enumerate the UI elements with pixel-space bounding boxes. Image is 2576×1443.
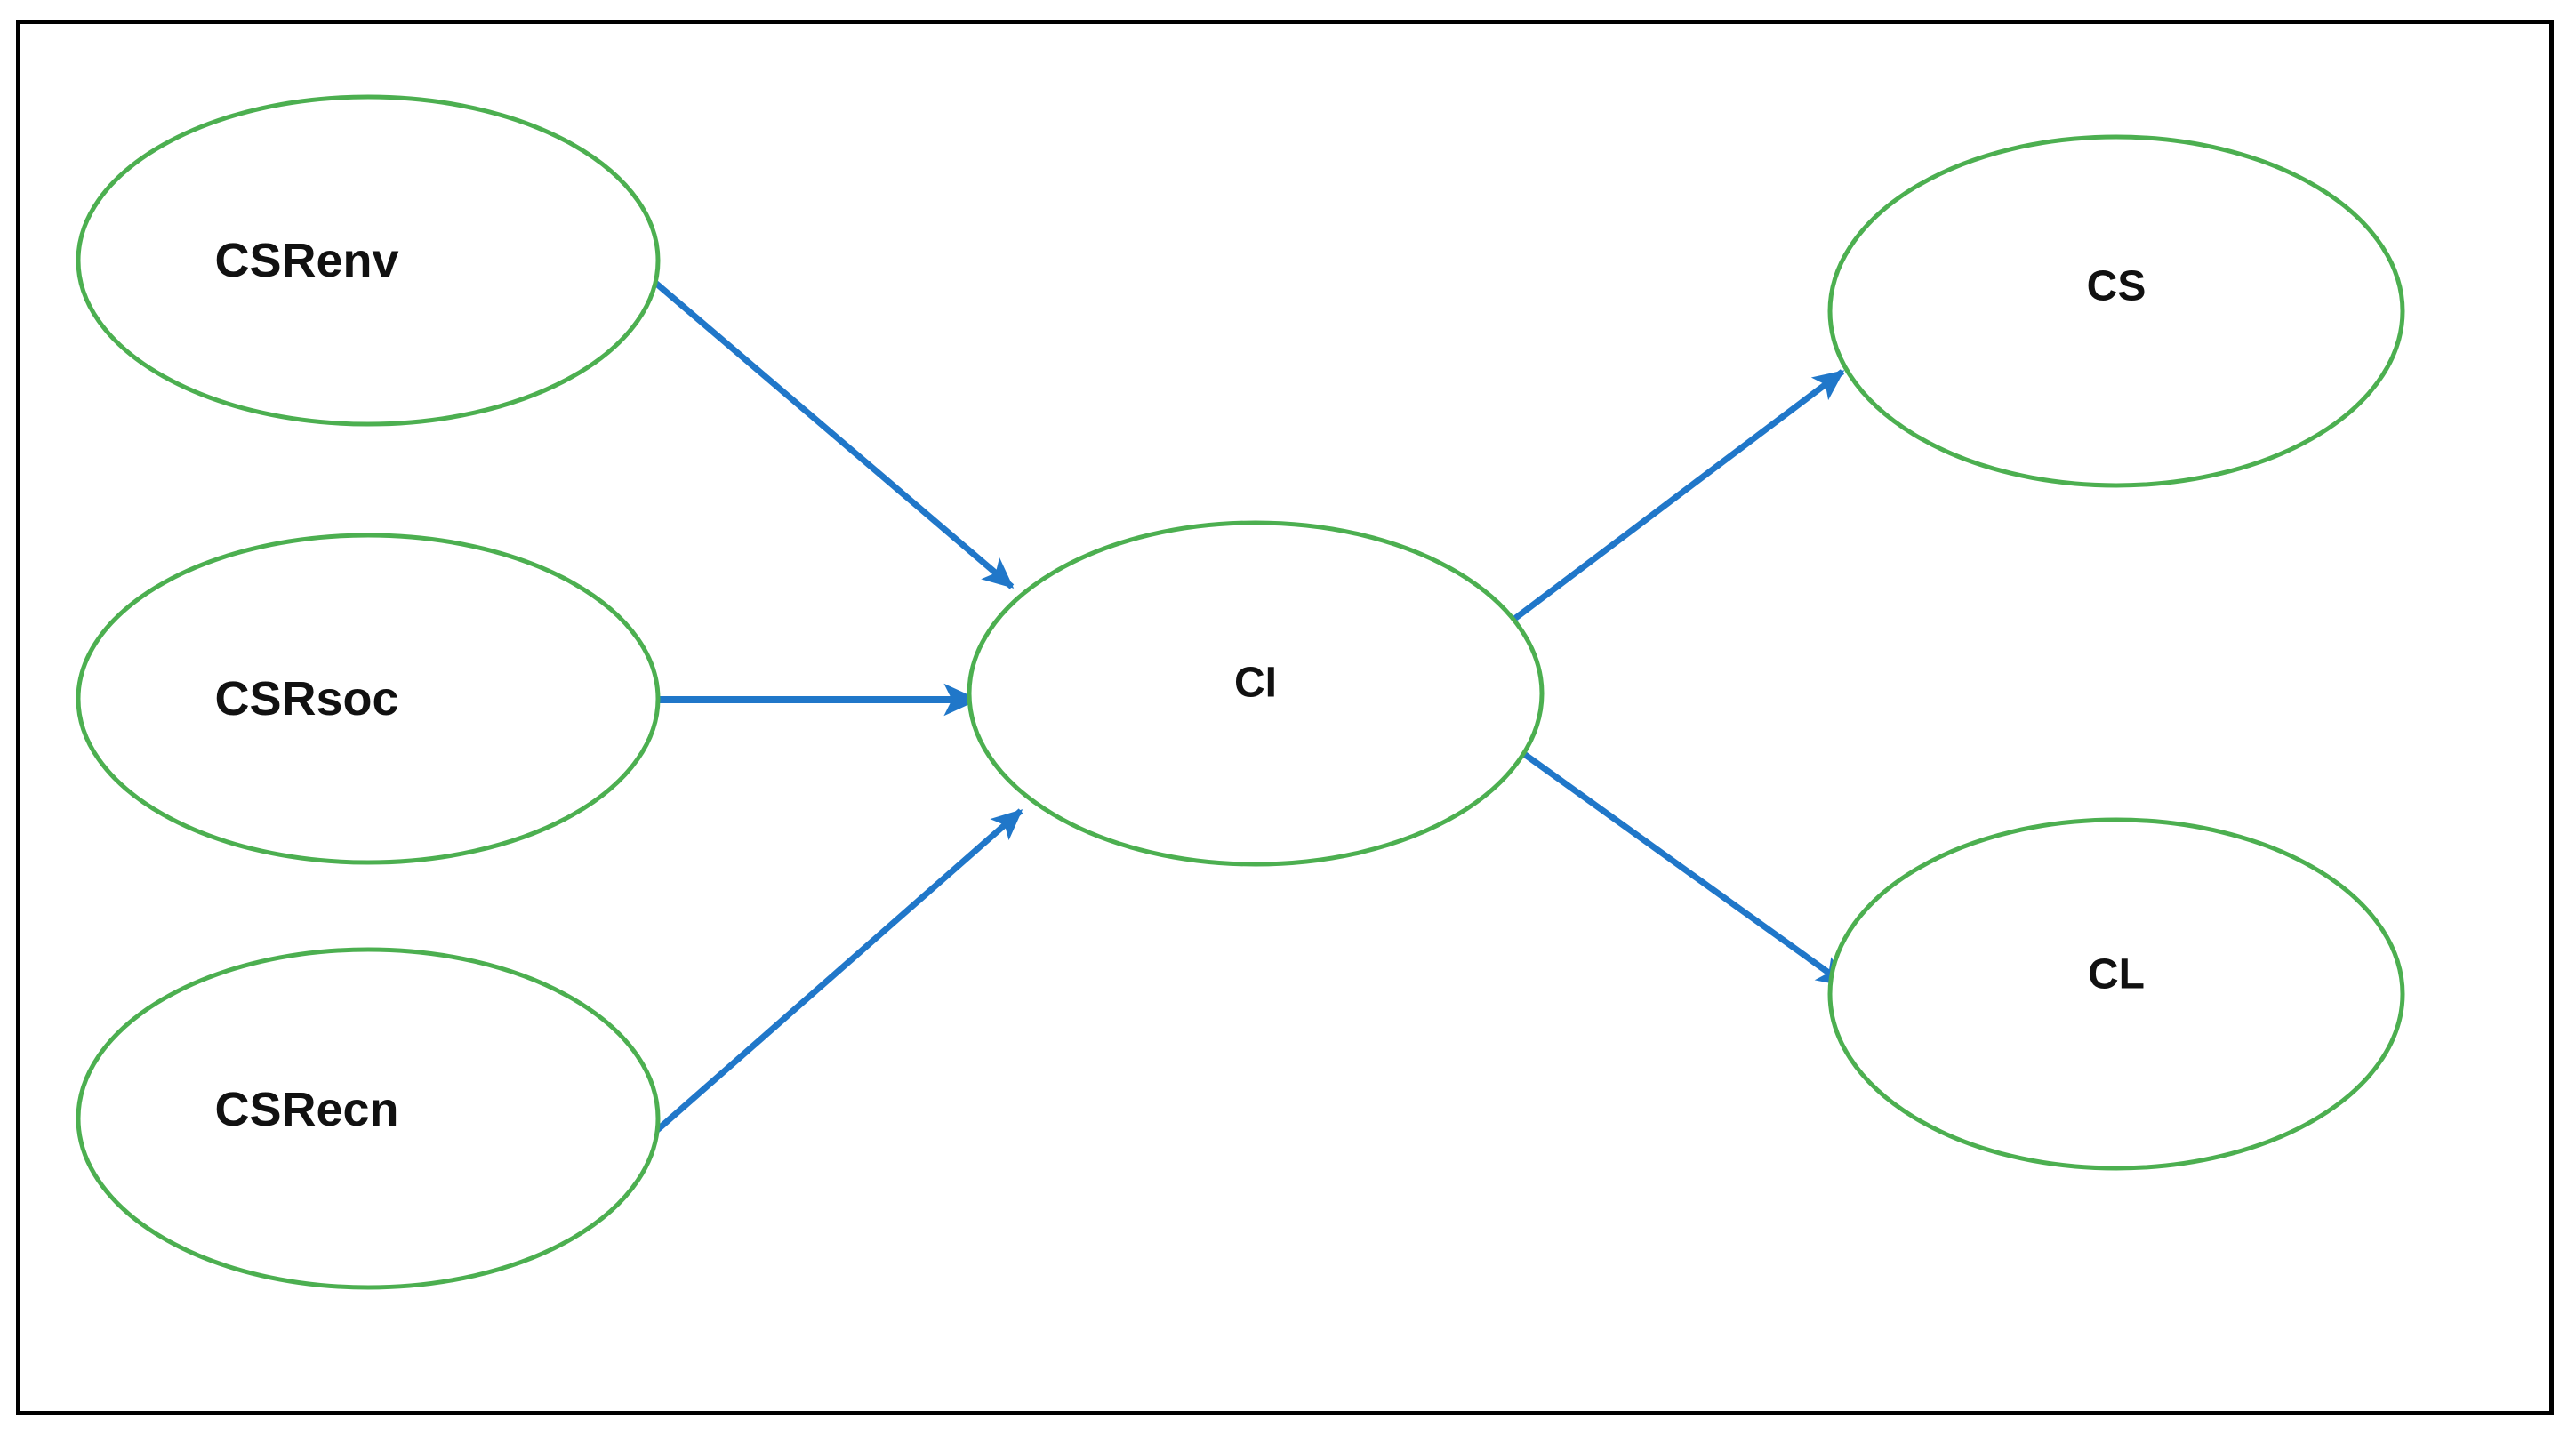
edge-csrecn-to-ci bbox=[654, 808, 1023, 1134]
edges-layer bbox=[634, 264, 1849, 1134]
edge-ci-to-cs bbox=[1500, 369, 1845, 630]
node-cl[interactable]: CL bbox=[1827, 817, 2405, 1171]
node-label-cl: CL bbox=[2088, 951, 2145, 998]
node-label-cs: CS bbox=[2087, 263, 2147, 310]
node-csrenv[interactable]: CSRenv bbox=[76, 94, 661, 427]
node-ellipse-ci bbox=[967, 520, 1545, 867]
node-label-csrenv: CSRenv bbox=[214, 234, 398, 287]
node-csrsoc[interactable]: CSRsoc bbox=[76, 533, 661, 865]
edge-ci-to-cl bbox=[1521, 751, 1849, 988]
node-label-csrecn: CSRecn bbox=[214, 1083, 398, 1136]
edge-csrenv-to-ci bbox=[634, 264, 1015, 589]
node-cs[interactable]: CS bbox=[1827, 134, 2405, 488]
node-label-csrsoc: CSRsoc bbox=[214, 672, 398, 726]
node-label-ci: CI bbox=[1234, 660, 1277, 707]
node-ci[interactable]: CI bbox=[967, 520, 1545, 867]
node-ellipse-cs bbox=[1827, 134, 2405, 488]
node-ellipse-csrsoc bbox=[76, 533, 661, 865]
node-ellipse-cl bbox=[1827, 817, 2405, 1171]
node-ellipse-csrecn bbox=[76, 947, 661, 1290]
node-ellipse-csrenv bbox=[76, 94, 661, 427]
node-csrecn[interactable]: CSRecn bbox=[76, 947, 661, 1290]
